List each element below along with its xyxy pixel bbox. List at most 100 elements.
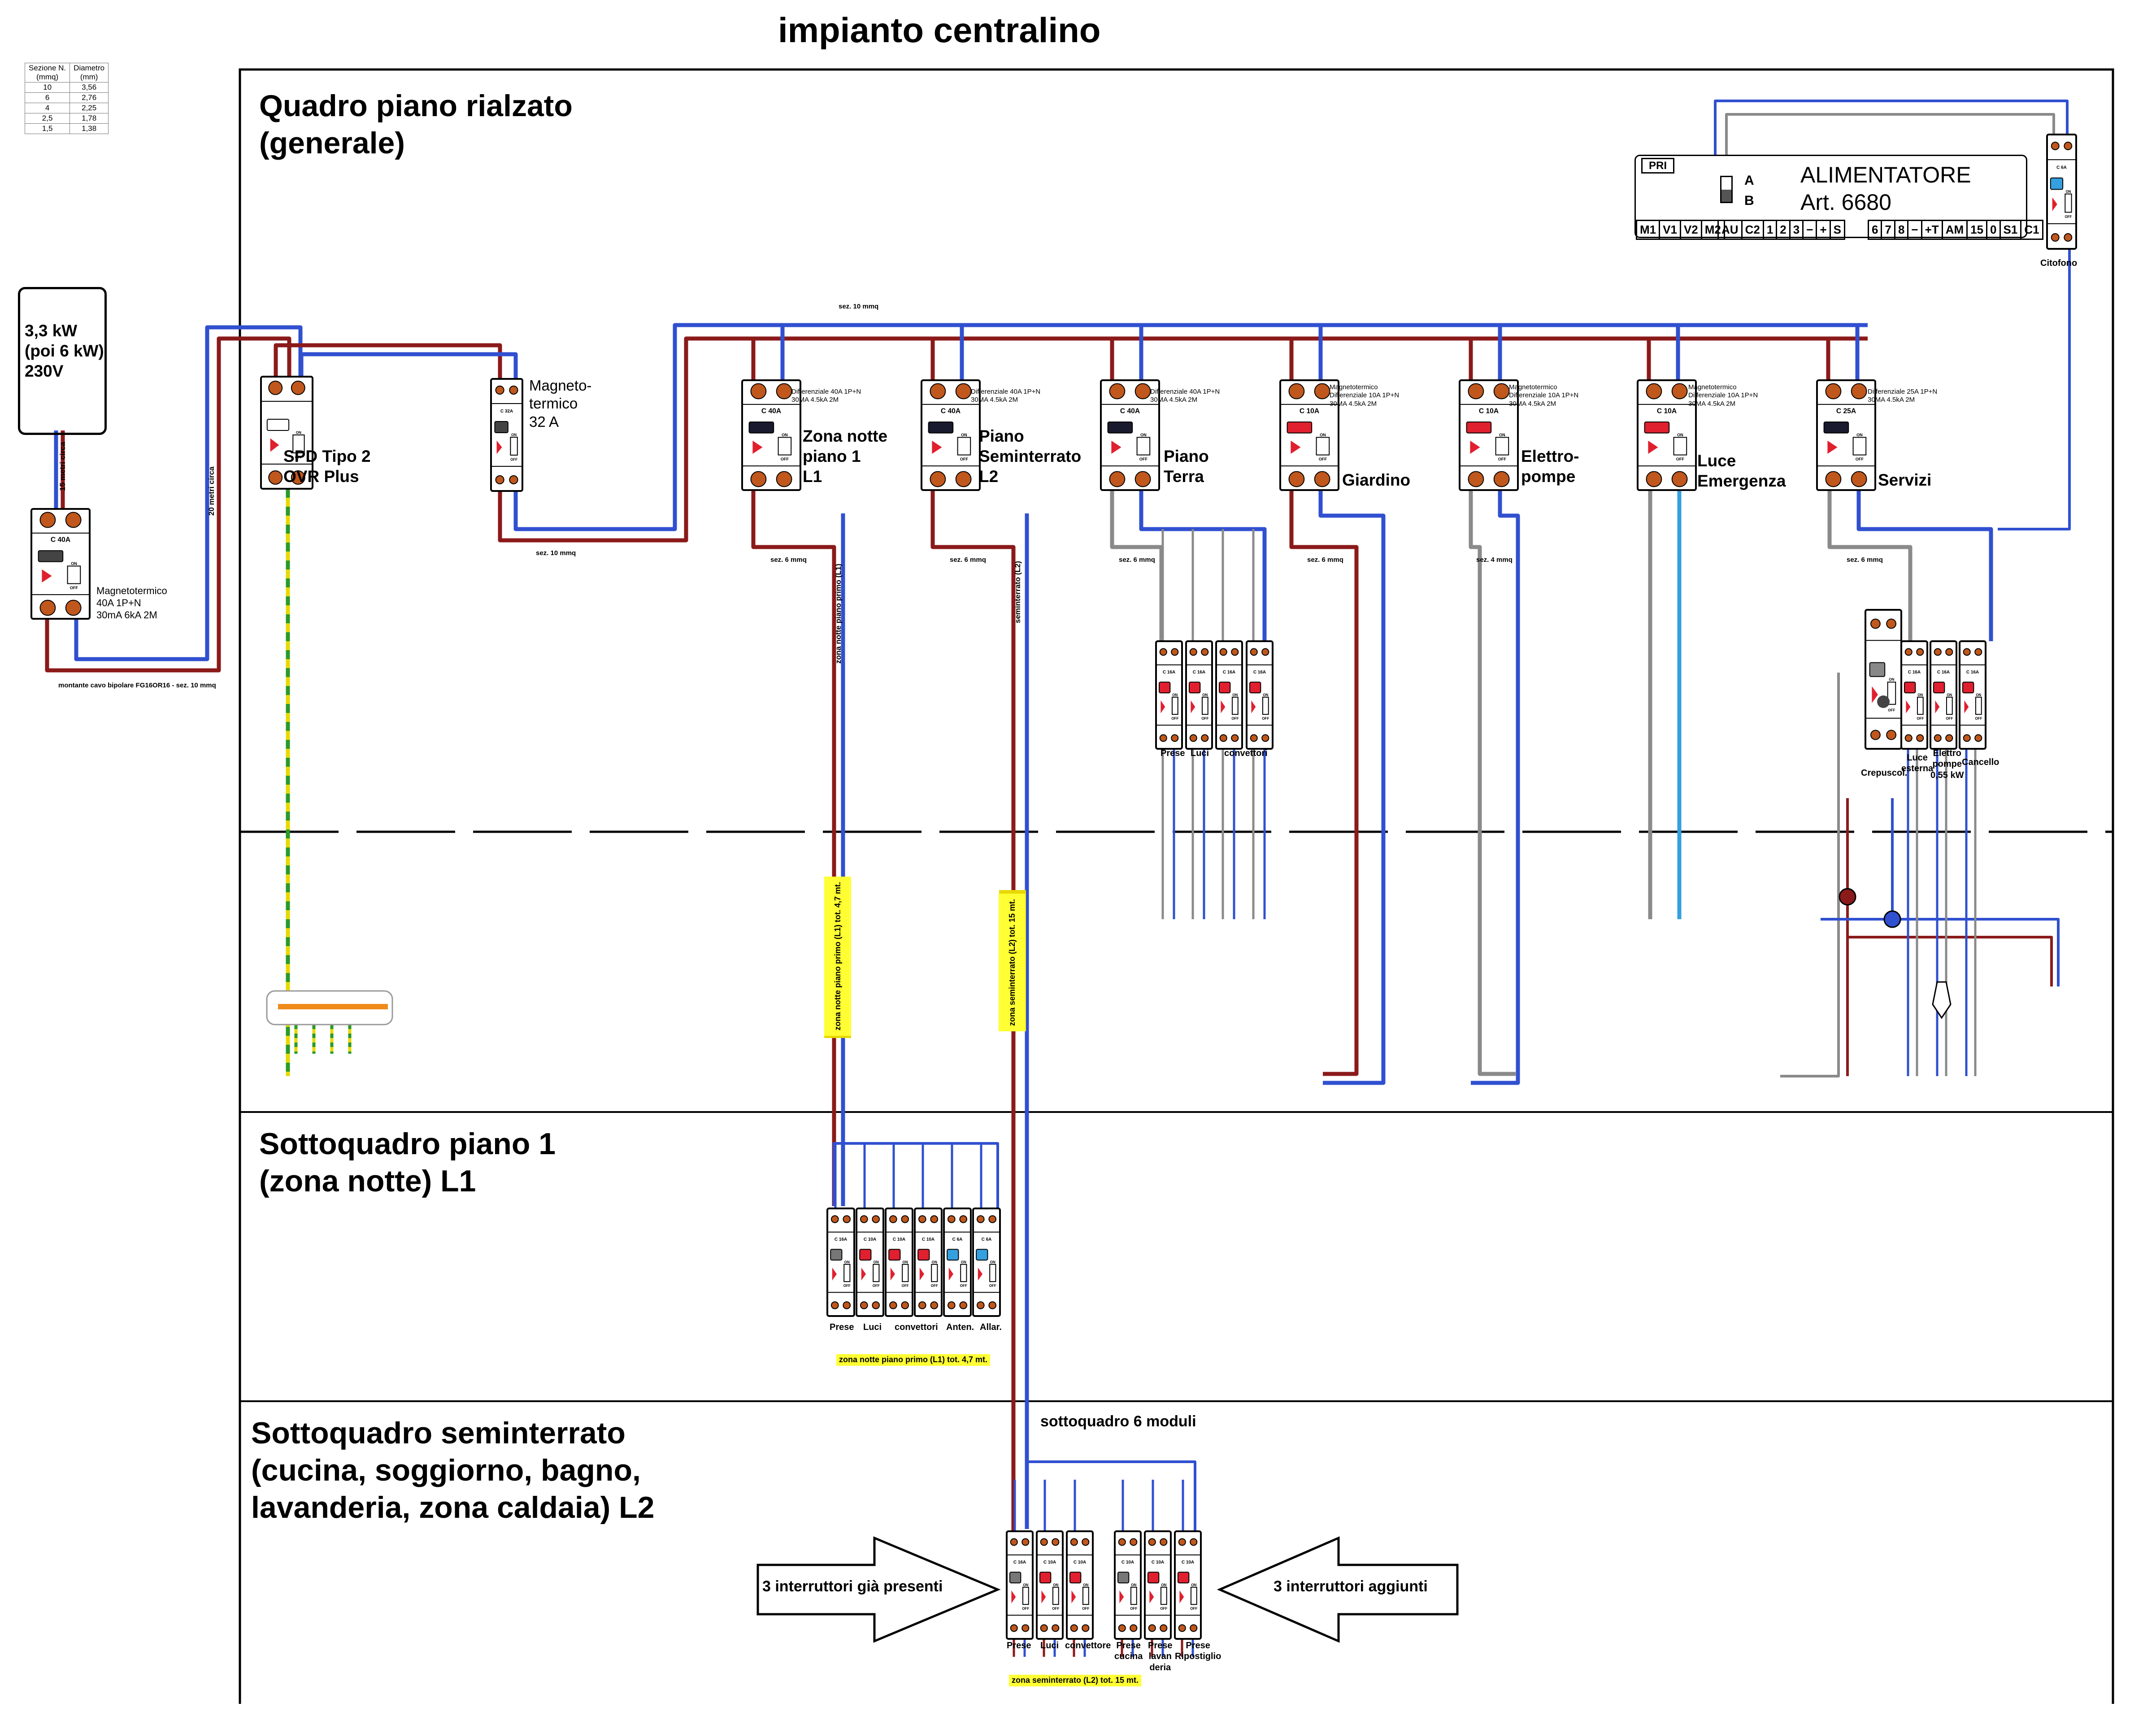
terminal[interactable]: 2 [1776, 220, 1791, 240]
terminal[interactable]: AM [1941, 220, 1968, 240]
power-supply-b: B [1744, 193, 1754, 208]
terminal[interactable]: − [1802, 220, 1817, 240]
terminal[interactable]: +T [1921, 220, 1943, 240]
table-cell: 1,38 [70, 123, 109, 134]
l1-label-luci: Luci [863, 1322, 882, 1332]
module-body [1036, 1530, 1064, 1640]
toggle-lever [1495, 437, 1509, 456]
terminal-screw [1934, 648, 1942, 656]
on-text: ON [932, 1260, 937, 1264]
trip-indicator-icon [1011, 1590, 1016, 1603]
terminal[interactable]: C1 [2020, 220, 2043, 240]
terminal[interactable]: V2 [1679, 220, 1702, 240]
terminal-screw [1070, 1624, 1078, 1632]
terminal[interactable]: 8 [1894, 220, 1909, 240]
off-text: OFF [1201, 717, 1208, 721]
terminal-screw [1314, 383, 1330, 400]
terminal[interactable]: M1 [1636, 220, 1660, 240]
riser-neutral [74, 325, 303, 661]
terminal[interactable]: C2 [1741, 220, 1764, 240]
terminal-screw [2064, 233, 2073, 242]
module-body [972, 1208, 1001, 1317]
terminal[interactable]: 15 [1966, 220, 1988, 240]
terminal[interactable]: V1 [1659, 220, 1681, 240]
selector-switch[interactable] [1720, 176, 1733, 203]
off-text: OFF [1231, 717, 1239, 721]
arrow-left-text: 3 interruttori già presenti [762, 1578, 943, 1595]
off-text: OFF [873, 1284, 880, 1288]
section-main-title: Quadro piano rialzato (generale) [259, 89, 573, 160]
terminal[interactable]: S [1829, 220, 1845, 240]
trip-indicator-icon [1935, 700, 1940, 713]
off-text: OFF [1676, 457, 1685, 461]
terminal[interactable]: S1 [1999, 220, 2022, 240]
rating-text: C 16A [1937, 670, 1950, 675]
terminal[interactable]: + [1816, 220, 1831, 240]
on-text: ON [844, 1260, 850, 1264]
module-body [1185, 640, 1213, 750]
trip-indicator-icon [1221, 700, 1226, 713]
module-body [741, 379, 801, 491]
rcbo-spec: Differenziale 40A 1P+N 30MA 4.5kA 2M [791, 388, 861, 404]
terminal-screw [1082, 1624, 1090, 1632]
table-cell: 3,56 [70, 82, 109, 93]
test-button [1158, 682, 1171, 694]
terminal-screw [901, 1215, 909, 1223]
rating-text: C 16A [1193, 670, 1205, 675]
l2-cable-label: seminterrato (L2) [1013, 561, 1022, 623]
terminal[interactable]: 7 [1881, 220, 1895, 240]
rating-text: C 16A [1966, 670, 1979, 675]
terminal-screw [1261, 734, 1269, 742]
test-button [38, 550, 64, 562]
module-body [921, 379, 981, 491]
terminal[interactable]: 0 [1986, 220, 2001, 240]
module-body [1144, 1530, 1172, 1640]
on-text: ON [1263, 693, 1268, 697]
terminal[interactable]: AU [1717, 220, 1743, 240]
terminal[interactable]: 1 [1762, 220, 1778, 240]
module-body [1959, 640, 1986, 750]
terminal[interactable]: 6 [1868, 220, 1882, 240]
terminal-screw [959, 1301, 967, 1309]
toggle-lever [1887, 682, 1896, 705]
terminal-screw [291, 470, 305, 485]
rcbo-spec: Magnetotermico Differenziale 10A 1P+N 30… [1330, 383, 1400, 408]
on-text: ON [1499, 433, 1505, 437]
on-text: ON [961, 1260, 966, 1264]
toggle-lever [960, 1264, 967, 1282]
terminal[interactable]: − [1907, 220, 1922, 240]
terminal-screw [2064, 142, 2073, 150]
terminal[interactable]: 3 [1789, 220, 1804, 240]
